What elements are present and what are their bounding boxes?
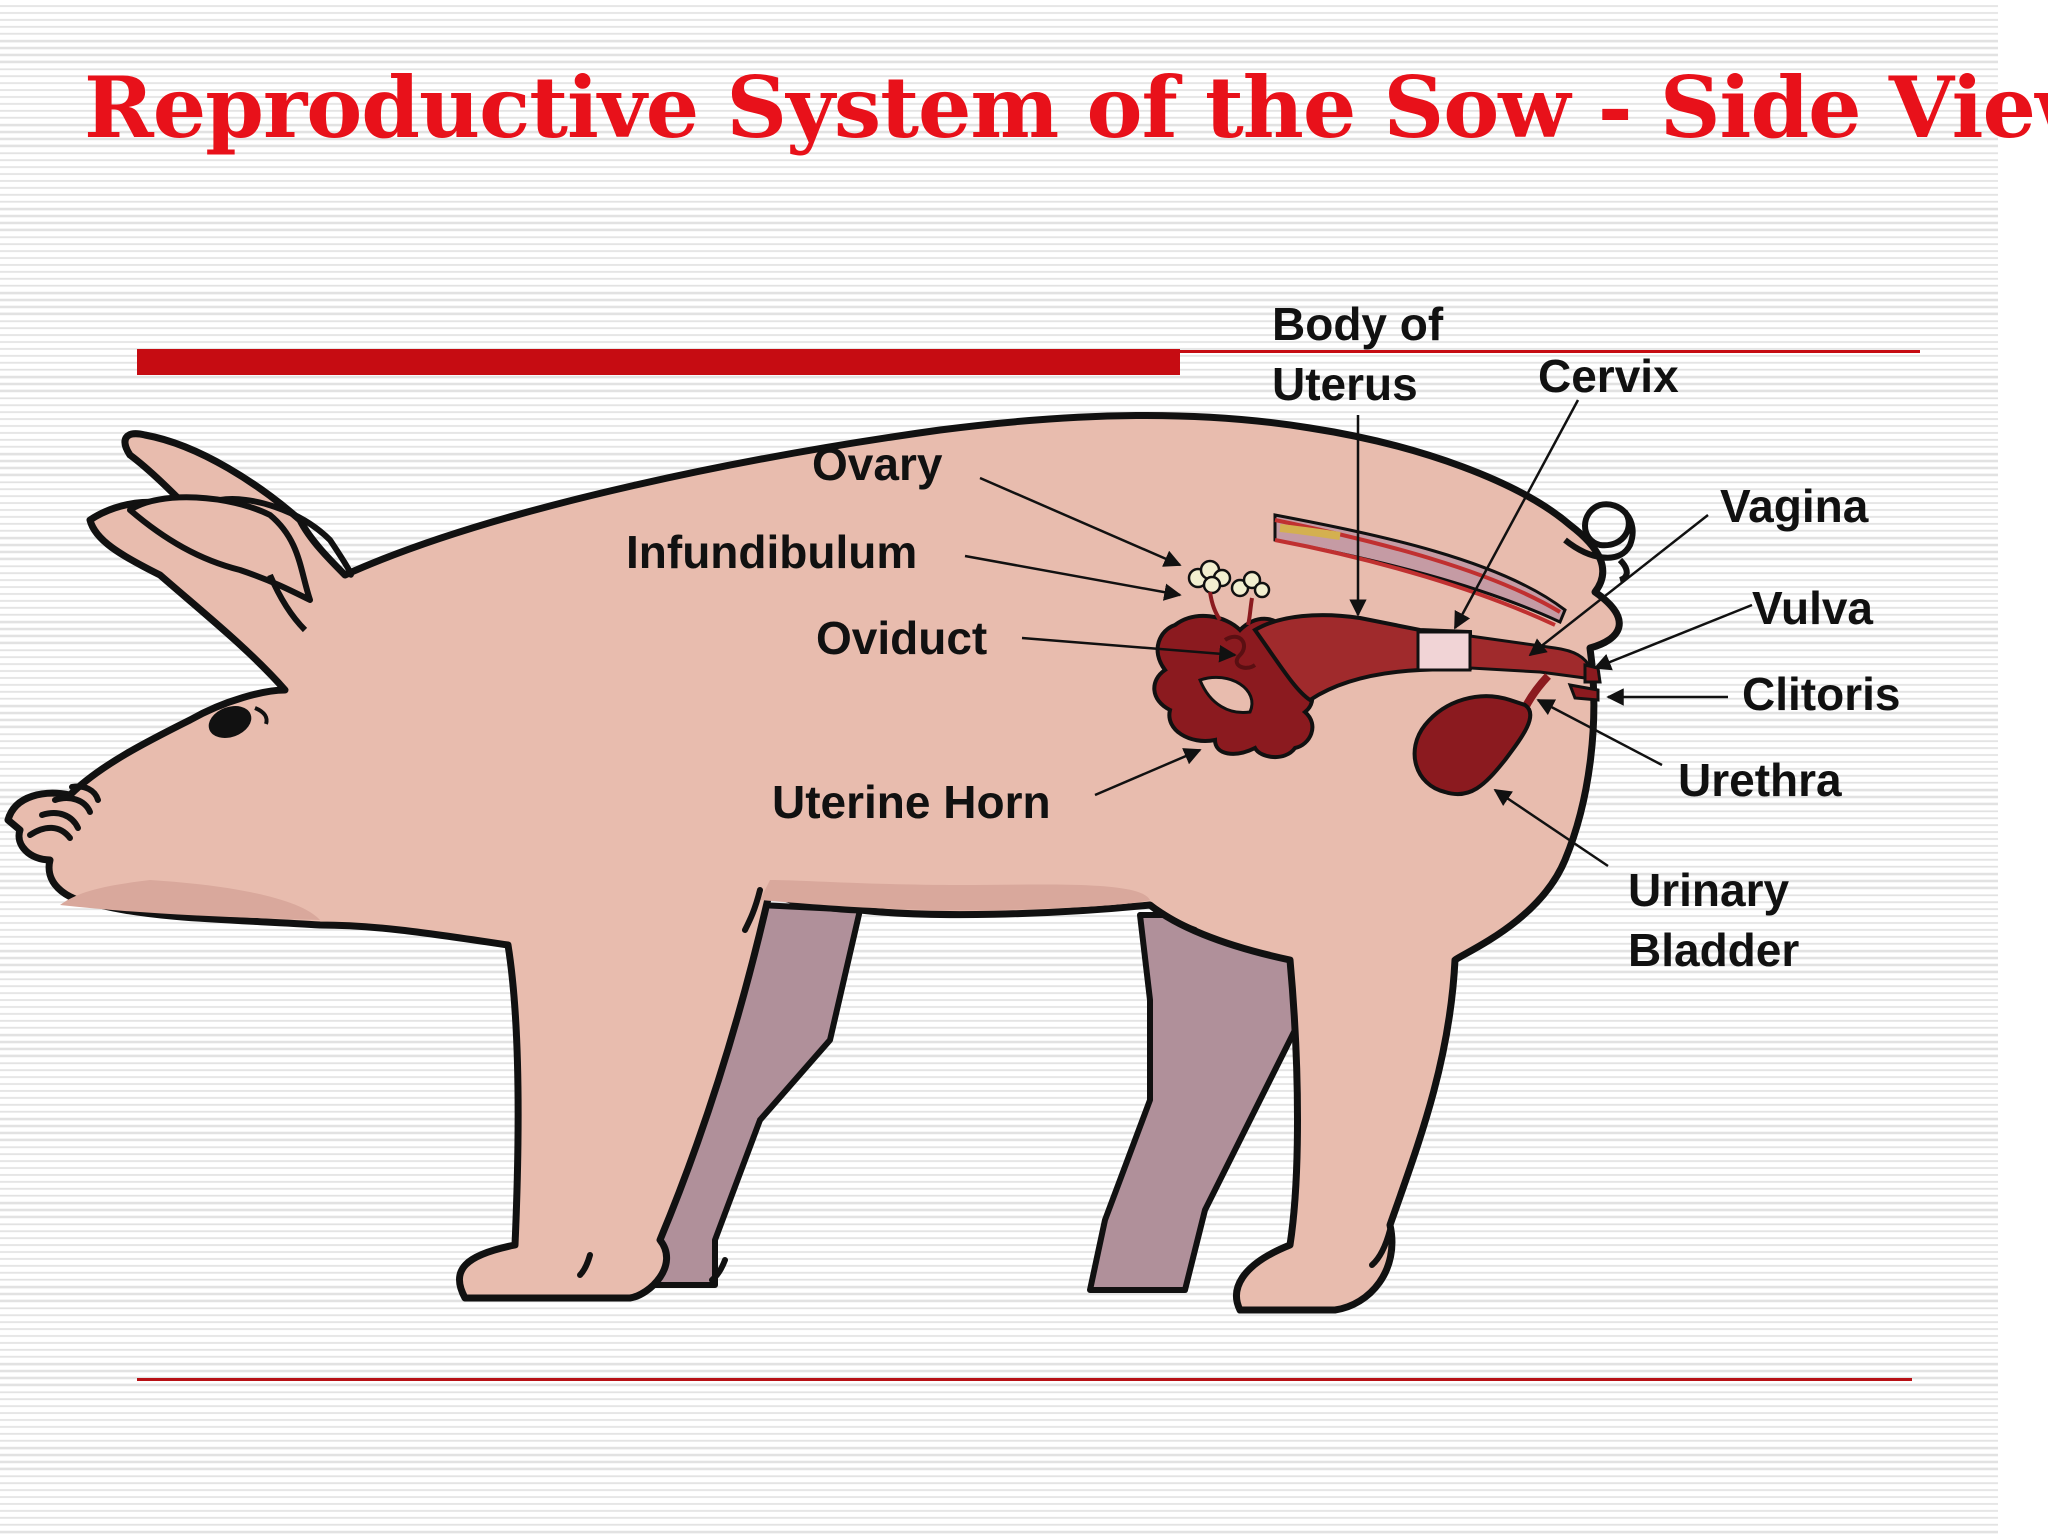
ovaries [1187, 559, 1271, 599]
right-margin-strip [1998, 0, 2048, 1536]
label-vagina: Vagina [1720, 480, 1869, 532]
reproductive-tract [1152, 559, 1602, 797]
neck-fold [267, 573, 308, 633]
label-urinary-bladder-line1: Urinary [1628, 864, 1790, 916]
eye [208, 706, 252, 738]
slide-title: Reproductive System of the Sow - Side Vi… [84, 58, 2048, 157]
urinary-bladder-shape [1412, 694, 1533, 797]
uterus-body [1252, 613, 1472, 703]
vagina-shape [1468, 634, 1592, 680]
label-urethra: Urethra [1678, 754, 1842, 806]
far-hind-leg [1087, 912, 1303, 1293]
belly-shade [760, 880, 1150, 911]
clitoris-shape [1567, 683, 1600, 702]
label-clitoris: Clitoris [1742, 668, 1901, 720]
label-cervix: Cervix [1538, 350, 1679, 402]
snout [27, 783, 101, 841]
spine-bands [1273, 513, 1567, 627]
label-uterine-horn: Uterine Horn [772, 776, 1051, 828]
footer-divider [137, 1378, 1912, 1381]
tail [1563, 501, 1636, 583]
label-oviduct: Oviduct [816, 612, 988, 664]
pointer-lines [964, 399, 1753, 868]
cervix-shape [1416, 630, 1472, 672]
label-body-of-uterus-line1: Body of [1272, 298, 1444, 350]
label-body-of-uterus-line2: Uterus [1272, 358, 1418, 410]
label-infundibulum: Infundibulum [626, 526, 918, 578]
label-urinary-bladder-line2: Bladder [1628, 924, 1800, 976]
title-underline-thin [1180, 350, 1920, 353]
label-vulva: Vulva [1752, 582, 1874, 634]
jaw-shade [60, 880, 320, 920]
title-underline-bar [137, 349, 1180, 375]
ear [127, 494, 354, 603]
label-ovary: Ovary [812, 438, 943, 490]
